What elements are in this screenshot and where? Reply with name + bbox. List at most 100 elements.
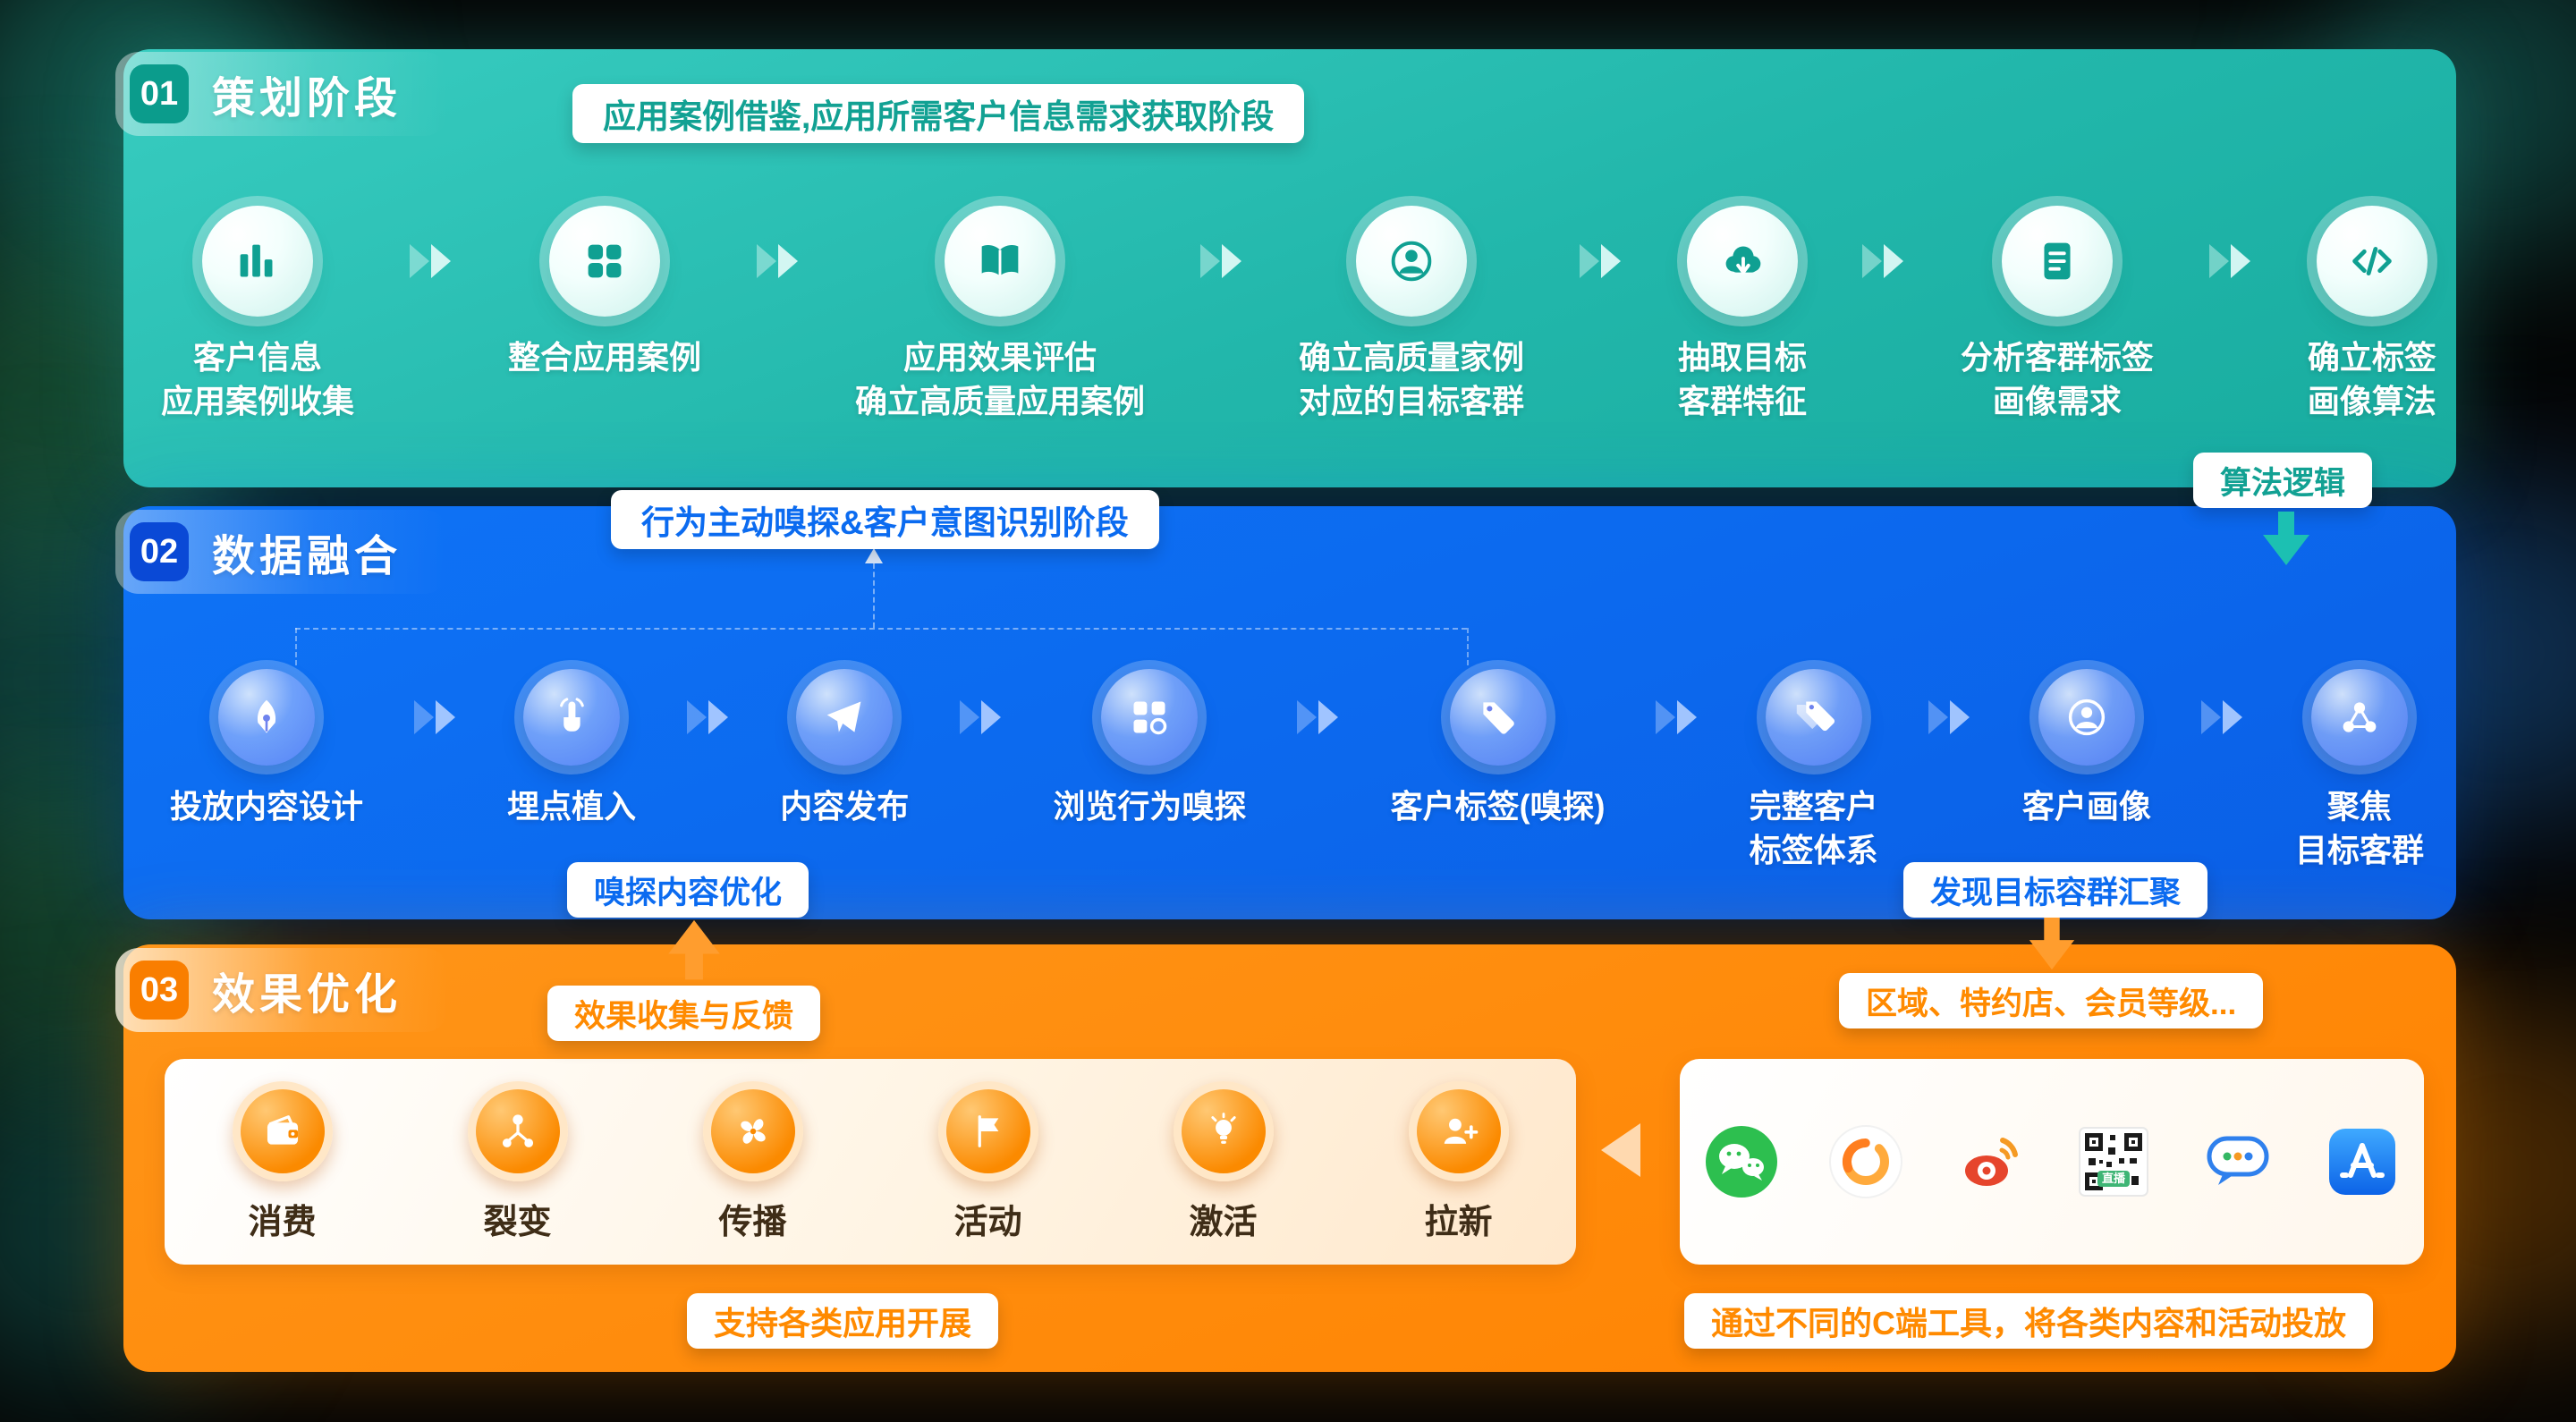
bulb-icon [1173, 1080, 1274, 1181]
app-label: 裂变 [483, 1203, 552, 1241]
phase2-title: 数据融合 [212, 533, 402, 580]
step-integrate-cases: 整合应用案例 [508, 206, 701, 380]
step-label: 抽取目标 客群特征 [1677, 339, 1807, 419]
person-icon [1355, 206, 1467, 317]
flow-arrow-icon [1856, 240, 1911, 283]
step-label: 分析客群标签 画像需求 [1960, 339, 2154, 419]
step-label: 客户信息 应用案例收集 [161, 339, 355, 419]
algorithm-logic-chip: 算法逻辑 [2193, 453, 2373, 508]
step-label: 内容发布 [780, 788, 910, 825]
arrow-up-icon [666, 916, 722, 982]
phase1-title: 策划阶段 [212, 75, 402, 123]
arrow-down-icon [2025, 918, 2079, 971]
qrcode-live-icon: 直播 [2079, 1127, 2149, 1197]
person-circle-icon [2038, 669, 2135, 766]
tag-icon [1449, 669, 1546, 766]
app-label: 激活 [1189, 1203, 1258, 1241]
step-label: 应用效果评估 确立高质量应用案例 [854, 339, 1145, 419]
dashed-connector [295, 628, 1467, 630]
phase1-banner: 应用案例借鉴,应用所需客户信息需求获取阶段 [572, 84, 1305, 143]
phase1-number: 01 [130, 64, 189, 123]
app-consume: 消费 [232, 1080, 333, 1243]
step-label: 完整客户 标签体系 [1749, 788, 1878, 868]
phase3-pill: 03 效果优化 [115, 948, 449, 1032]
flow-arrow-icon [403, 240, 459, 283]
phase2-pill: 02 数据融合 [115, 510, 449, 594]
flow-arrow-icon [2195, 696, 2250, 739]
wallet-icon [232, 1080, 333, 1181]
grid-squares-icon [548, 206, 660, 317]
flow-arrow-icon [1922, 696, 1978, 739]
step-label: 聚焦 目标客群 [2294, 788, 2424, 868]
caption-channels: 通过不同的C端工具，将各类内容和活动投放 [1684, 1293, 2373, 1349]
app-activate: 激活 [1173, 1080, 1274, 1243]
app-label: 活动 [953, 1203, 1022, 1241]
tags-icon [1765, 669, 1862, 766]
tap-icon [523, 669, 621, 766]
open-book-icon [944, 206, 1055, 317]
browse-grid-icon [1101, 669, 1199, 766]
flow-arrow-icon [750, 240, 806, 283]
flow-arrow-icon [1194, 240, 1250, 283]
sniff-optimize-chip: 嗅探内容优化 [567, 862, 809, 918]
arrow-left-icon [1601, 1123, 1640, 1177]
wechat-icon [1706, 1126, 1778, 1198]
flow-arrow-icon [681, 696, 736, 739]
document-icon [2001, 206, 2113, 317]
step-label: 确立高质量家例 对应的目标客群 [1298, 339, 1524, 419]
step-content-design: 投放内容设计 [170, 669, 363, 829]
fission-icon [467, 1080, 568, 1181]
phase2-banner: 行为主动嗅探&客户意图识别阶段 [611, 490, 1159, 549]
step-tag-algorithm: 确立标签 画像算法 [2308, 206, 2436, 423]
step-label: 浏览行为嗅探 [1053, 788, 1247, 825]
step-customer-profile: 客户画像 [2022, 669, 2151, 829]
step-target-group: 确立高质量家例 对应的目标客群 [1299, 206, 1524, 423]
phase1-pill: 01 策划阶段 [115, 52, 449, 136]
pen-icon [218, 669, 315, 766]
flow-arrow-icon [1573, 240, 1629, 283]
phase2-number: 02 [130, 522, 189, 581]
phase3-title: 效果优化 [212, 971, 402, 1019]
app-acquire: 拉新 [1408, 1080, 1509, 1243]
step-tracking: 埋点植入 [507, 669, 636, 829]
step-label: 客户画像 [2021, 788, 2151, 825]
step-label: 整合应用案例 [507, 339, 701, 376]
step-browse-sniff: 浏览行为嗅探 [1053, 669, 1246, 829]
converge-chip: 发现目标容群汇聚 [1903, 862, 2208, 918]
feedback-chip: 效果收集与反馈 [547, 986, 821, 1041]
step-label: 投放内容设计 [170, 788, 364, 825]
app-label: 消费 [248, 1203, 317, 1241]
arrow-down-icon [2259, 512, 2313, 567]
step-analyze-tags: 分析客群标签 画像需求 [1961, 206, 2154, 423]
cloud-download-icon [1686, 206, 1798, 317]
fan-icon [702, 1080, 803, 1181]
app-spread: 传播 [702, 1080, 803, 1243]
user-add-icon [1408, 1080, 1509, 1181]
chart-bars-icon [202, 206, 313, 317]
phase2-steps: 投放内容设计 埋点植入 内容发布 浏览行为嗅探 [170, 669, 2424, 872]
wechat-channels-icon [1828, 1125, 1902, 1198]
region-chip: 区域、特约店、会员等级... [1839, 973, 2264, 1028]
phase1-steps: 客户信息 应用案例收集 整合应用案例 应用效果评估 确立高质量应用案例 确立高质… [161, 206, 2436, 423]
app-store-icon [2328, 1129, 2395, 1195]
step-extract-features: 抽取目标 客群特征 [1678, 206, 1807, 423]
flow-arrow-icon [2203, 240, 2258, 283]
dashed-connector [873, 563, 875, 628]
flow-arrow-icon [408, 696, 463, 739]
app-label: 传播 [718, 1203, 787, 1241]
app-fission: 裂变 [467, 1080, 568, 1243]
send-icon [796, 669, 894, 766]
dashed-connector [295, 628, 297, 665]
step-focus-group: 聚焦 目标客群 [2295, 669, 2424, 872]
qr-live-label: 直播 [2102, 1172, 2126, 1185]
phase3-number: 03 [130, 961, 189, 1020]
caption-applications: 支持各类应用开展 [687, 1293, 999, 1349]
app-activity: 活动 [937, 1080, 1038, 1243]
step-label: 埋点植入 [507, 788, 637, 825]
step-collect-cases: 客户信息 应用案例收集 [161, 206, 354, 423]
flag-icon [937, 1080, 1038, 1181]
weibo-icon [1964, 1138, 2018, 1186]
chat-icon [2207, 1136, 2269, 1185]
applications-card: 消费 裂变 传播 活动 激活 [165, 1059, 1576, 1265]
